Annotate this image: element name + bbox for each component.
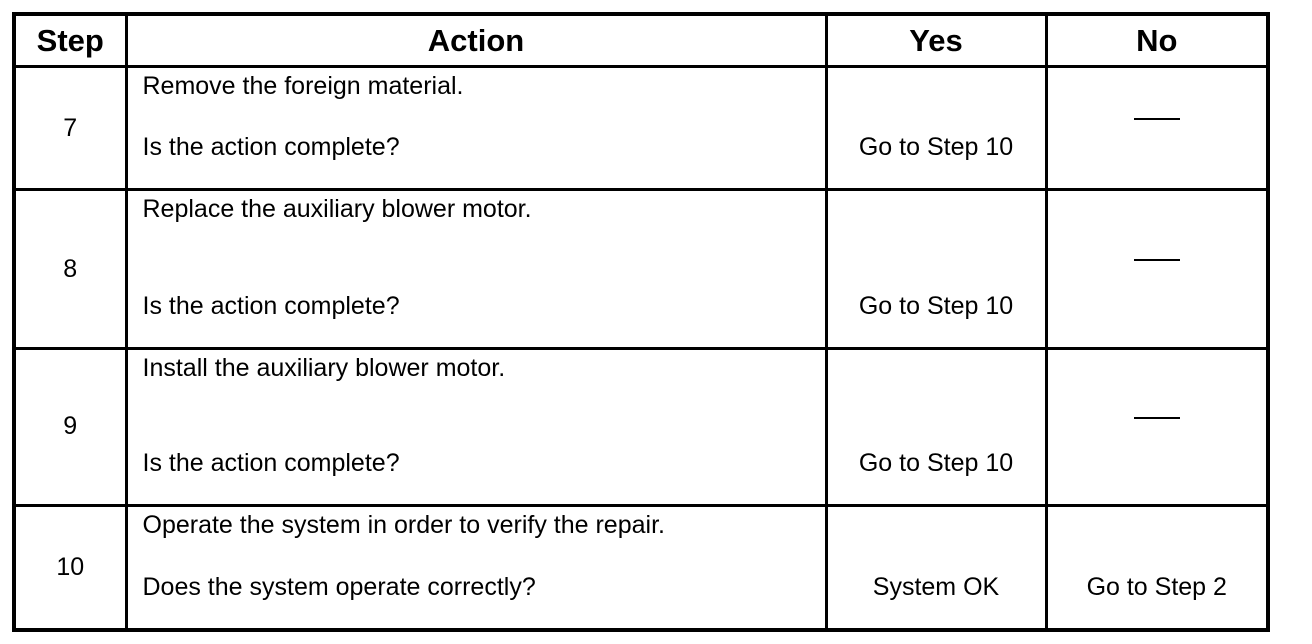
action-instruction: Operate the system in order to verify th… [142, 511, 665, 540]
yes-cell: Go to Step 10 [824, 188, 1048, 350]
step-number: 8 [12, 188, 128, 350]
yes-cell: Go to Step 10 [824, 346, 1048, 508]
action-cell: Install the auxiliary blower motor. Is t… [124, 346, 828, 508]
no-cell [1044, 64, 1270, 192]
no-result: Go to Step 2 [1086, 573, 1227, 601]
yes-cell: System OK [824, 504, 1048, 632]
table-row: 10 Operate the system in order to verify… [12, 504, 1270, 632]
yes-cell: Go to Step 10 [824, 64, 1048, 192]
step-number: 7 [12, 64, 128, 192]
yes-result: Go to Step 10 [858, 291, 1014, 320]
no-result-dash [1133, 416, 1180, 419]
step-number: 9 [12, 346, 128, 508]
no-cell: Go to Step 2 [1044, 504, 1270, 632]
header-row: Step Action Yes No [12, 12, 1270, 68]
table-row: 7 Remove the foreign material. Is the ac… [12, 64, 1270, 192]
no-result-dash [1133, 259, 1180, 262]
yes-result: Go to Step 10 [858, 133, 1014, 162]
table-row: 8 Replace the auxiliary blower motor. Is… [12, 188, 1270, 350]
step-number: 10 [12, 504, 128, 632]
action-question: Is the action complete? [142, 291, 400, 320]
action-cell: Remove the foreign material. Is the acti… [124, 64, 828, 192]
diagnostic-table: Step Action Yes No 7 Remove the foreign … [12, 12, 1270, 632]
action-question: Does the system operate correctly? [142, 573, 536, 601]
table-row: 9 Install the auxiliary blower motor. Is… [12, 346, 1270, 508]
header-no: No [1044, 12, 1270, 68]
header-action: Action [124, 12, 828, 68]
action-cell: Operate the system in order to verify th… [124, 504, 828, 632]
action-cell: Replace the auxiliary blower motor. Is t… [124, 188, 828, 350]
action-question: Is the action complete? [142, 449, 400, 478]
action-instruction: Remove the foreign material. [142, 72, 464, 100]
no-cell [1044, 188, 1270, 350]
action-instruction: Replace the auxiliary blower motor. [142, 195, 532, 224]
action-instruction: Install the auxiliary blower motor. [142, 353, 506, 382]
action-question: Is the action complete? [142, 133, 400, 162]
no-cell [1044, 346, 1270, 508]
header-yes: Yes [824, 12, 1048, 68]
header-step: Step [12, 12, 128, 68]
no-result-dash [1133, 118, 1180, 121]
yes-result: System OK [872, 573, 1000, 601]
yes-result: Go to Step 10 [858, 449, 1014, 478]
